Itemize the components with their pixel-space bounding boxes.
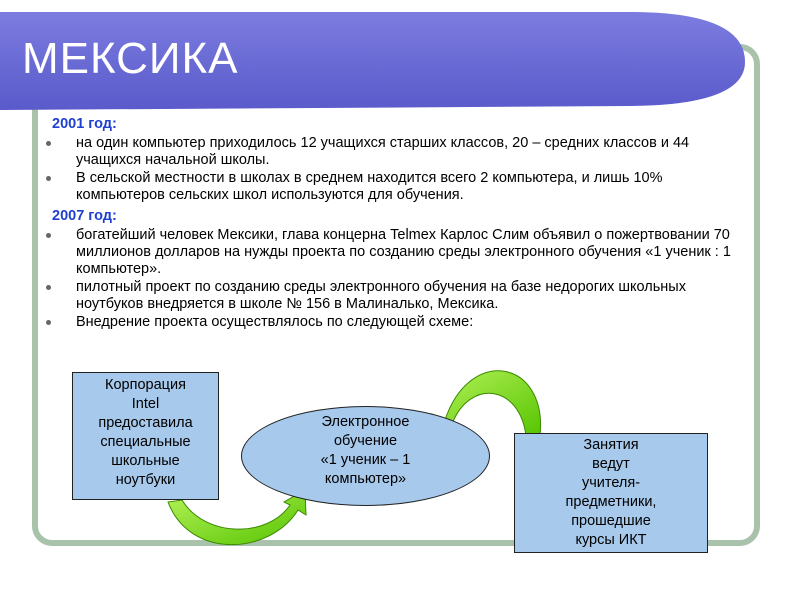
title-banner: [0, 12, 745, 110]
bullet-icon: [46, 285, 51, 290]
list-item: пилотный проект по созданию среды электр…: [46, 279, 746, 313]
year-heading-2007: 2007 год:: [52, 208, 117, 224]
list-2001: на один компьютер приходилось 12 учащихс…: [46, 135, 746, 204]
list-item: В сельской местности в школах в среднем …: [46, 170, 746, 204]
slide-title: МЕКСИКА: [22, 34, 239, 83]
teachers-box: Занятия ведут учителя- предметники, прош…: [514, 433, 708, 553]
list-item: на один компьютер приходилось 12 учащихс…: [46, 135, 746, 169]
list-2007: богатейший человек Мексики, глава концер…: [46, 227, 746, 331]
bullet-icon: [46, 176, 51, 181]
year-heading-2001: 2001 год:: [52, 116, 117, 132]
bullet-icon: [46, 320, 51, 325]
intel-box: Корпорация Intel предоставила специальны…: [72, 372, 219, 500]
list-item: богатейший человек Мексики, глава концер…: [46, 227, 746, 278]
bullet-icon: [46, 141, 51, 146]
bullet-icon: [46, 233, 51, 238]
list-item: Внедрение проекта осуществлялось по след…: [46, 314, 746, 331]
slide-content: 2001 год: на один компьютер приходилось …: [46, 116, 746, 335]
elearning-ellipse: Электронное обучение «1 ученик – 1 компь…: [241, 406, 490, 506]
